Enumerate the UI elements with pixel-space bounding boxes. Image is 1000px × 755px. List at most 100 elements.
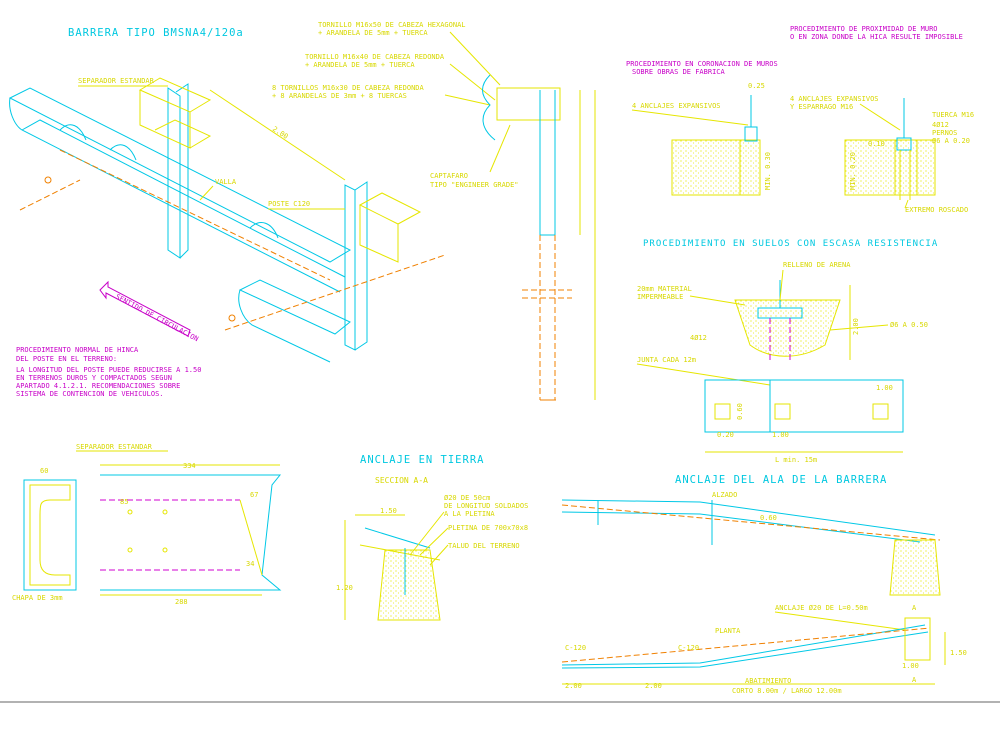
leader-material	[689, 295, 746, 306]
plan-slab	[704, 379, 904, 433]
label-abatimiento: ABATIMIENTO	[745, 677, 791, 685]
label-poste: POSTE C120	[268, 200, 310, 208]
planta-dim-150: 1.50	[950, 649, 967, 657]
post-base-1	[744, 126, 758, 142]
separador-d67: 67	[250, 491, 258, 499]
axis-line-2	[224, 254, 446, 331]
dim-suelos-100b: 1.00	[876, 384, 893, 392]
dim-lmin: L min. 15m	[775, 456, 817, 464]
note-line-1: PROCEDIMIENTO NORMAL DE HINCA	[16, 346, 139, 354]
anclaje-ala-detail: ANCLAJE DEL ALA DE LA BARRERA ALZADO 0.6…	[561, 474, 967, 695]
note-line-4: EN TERRENOS DUROS Y COMPACTADOS SEGUN	[16, 374, 172, 382]
alzado-top	[561, 499, 936, 536]
plan-hole-2	[774, 403, 791, 420]
separator-1-front	[139, 90, 191, 149]
separador-d34: 34	[246, 560, 254, 568]
post-profile	[539, 90, 556, 236]
leader-talud	[429, 544, 449, 566]
separador-chapa: CHAPA DE 3mm	[12, 594, 63, 602]
captafaro-label-2: TIPO "ENGINEER GRADE"	[430, 181, 519, 189]
label-material-1: 20mm MATERIAL	[637, 285, 692, 293]
anchor-block	[377, 549, 441, 621]
valla-rib-2	[109, 144, 137, 161]
separador-detail: SEPARADOR ESTANDAR 60 CHAPA DE 3mm 334 2…	[12, 443, 282, 606]
separador-d60: 60	[40, 467, 48, 475]
leader-junta	[636, 363, 771, 386]
label-valla: VALLA	[215, 178, 237, 186]
dim-min020: MIN. 0.20	[849, 152, 857, 190]
leader-bolt-2	[449, 63, 496, 101]
label-material-2: IMPERMEABLE	[637, 293, 683, 301]
label-relleno: RELLENO DE ARENA	[783, 261, 851, 269]
coron-line-1: PROCEDIMIENTO EN CORONACION DE MUROS	[626, 60, 778, 68]
dim-suelos-060: 0.60	[736, 403, 744, 420]
bolt-2-line-1: TORNILLO M16x40 DE CABEZA REDONDA	[305, 53, 445, 61]
planta-dim-100: 1.00	[902, 662, 919, 670]
alzado-mid	[561, 511, 921, 543]
note-line-3: LA LONGITUD DEL POSTE PUEDE REDUCIRSE A …	[16, 366, 201, 374]
separador-d334: 334	[183, 462, 196, 470]
section-mark-a-top: A	[912, 604, 917, 612]
plan-hole-1	[714, 403, 731, 420]
wall-block-1	[671, 139, 761, 196]
separator-profile	[496, 87, 561, 121]
hole-4	[162, 547, 168, 553]
separator-2-top	[358, 192, 422, 225]
leader-extremo	[904, 199, 909, 209]
label-corto: CORTO 8.00m / LARGO 12.00m	[732, 687, 842, 695]
anclaje-dim-120: 1.20	[336, 584, 353, 592]
suelos-detail: PROCEDIMIENTO EN SUELOS CON ESCASA RESIS…	[636, 239, 937, 464]
planta-edge-2	[561, 631, 929, 669]
bolt-marker-1	[44, 176, 52, 184]
planta-anchor	[904, 617, 931, 661]
dim-025: 0.25	[748, 82, 765, 90]
redondo-3: A LA PLETINA	[444, 510, 495, 518]
note-line-2: DEL POSTE EN EL TERRENO:	[16, 355, 117, 363]
separator-1-top	[138, 77, 212, 113]
axis-line-3	[59, 149, 331, 281]
label-suelos-d412: 4Ø12	[690, 334, 707, 342]
leader-bolt-3	[444, 94, 491, 106]
wall-block-1-edge	[739, 139, 761, 196]
label-d6: Ø6 A 0.20	[932, 137, 970, 145]
bolt-2-line-2: + ARANDELA DE 5mm + TUERCA	[305, 61, 415, 69]
profile-curve	[482, 74, 496, 141]
prox-line-1: PROCEDIMIENTO DE PROXIMIDAD DE MURO	[790, 25, 938, 33]
muros-detail: PROCEDIMIENTO DE PROXIMIDAD DE MURO O EN…	[626, 25, 974, 214]
anclajes-b1: 4 ANCLAJES EXPANSIVOS	[790, 95, 879, 103]
separador-title: SEPARADOR ESTANDAR	[76, 443, 153, 451]
leader-suelos-d6	[829, 324, 889, 331]
label-pernos: PERNOS	[932, 129, 957, 137]
label-c120-a: C-120	[565, 644, 586, 652]
dim-200-a: 2.00	[565, 682, 582, 690]
axis-line-1	[19, 179, 81, 211]
label-extremo: EXTREMO ROSCADO	[905, 206, 968, 214]
direction-arrow	[99, 280, 191, 337]
valla-segment-2	[238, 279, 351, 335]
leader-captafaro	[489, 124, 511, 173]
post-2-side	[354, 181, 368, 351]
separador-elevation-dashed	[100, 499, 240, 571]
bolt-1-line-1: TORNILLO M16x50 DE CABEZA HEXAGONAL	[318, 21, 466, 29]
pletina-label: PLETINA DE 700x70x8	[448, 524, 528, 532]
label-planta: PLANTA	[715, 627, 741, 635]
post-embedded	[539, 235, 556, 400]
note-line-5: APARTADO 4.1.2.1. RECOMENDACIONES SOBRE	[16, 382, 180, 390]
coron-line-2: SOBRE OBRAS DE FABRICA	[632, 68, 726, 76]
wall-block-2	[844, 139, 936, 196]
dimension-200: 2.00	[271, 125, 289, 141]
direction-label: SENTIDO DE CIRCULACION	[114, 293, 200, 344]
separador-edge	[239, 499, 263, 576]
dim-010: 0.10	[868, 140, 885, 148]
bolt-3-line-2: + 8 ARANDELAS DE 3mm + 8 TUERCAS	[272, 92, 407, 100]
leader-redondo	[409, 511, 445, 556]
dim-suelos-200: 2.00	[852, 318, 860, 335]
label-suelos-d6: Ø6 A 0.50	[890, 321, 928, 329]
title-anclaje-tierra: ANCLAJE EN TIERRA	[360, 454, 484, 466]
planta-axis	[561, 627, 931, 663]
alzado-dim-060: 0.60	[760, 514, 777, 522]
valla-mid-edge	[21, 119, 346, 278]
separador-d85: 85	[120, 498, 128, 506]
dim-200-b: 2.00	[645, 682, 662, 690]
